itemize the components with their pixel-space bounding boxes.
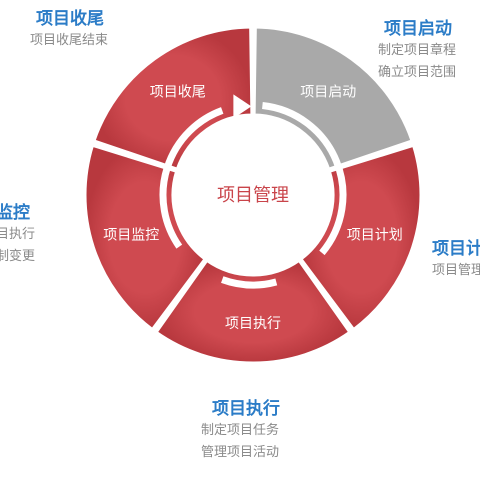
segment-label-exec: 项目执行	[225, 316, 281, 332]
outer-title-start: 项目启动	[384, 19, 452, 39]
segment-exec	[154, 258, 352, 365]
segment-label-monitor: 项目监控	[103, 228, 159, 244]
inner-ring	[159, 94, 347, 289]
ring-arc-right	[262, 102, 347, 256]
segment-plan	[298, 143, 423, 332]
outer-title-closing: 项目收尾	[36, 9, 104, 29]
segments-layer	[83, 25, 423, 365]
segment-closing	[92, 25, 254, 172]
outer-detail-start-1: 制定项目章程	[378, 43, 457, 58]
segment-label-start: 项目启动	[300, 84, 356, 100]
cycle-arrow-icon	[233, 94, 252, 119]
outer-title-exec: 项目执行	[212, 399, 280, 419]
ring-arc-left	[159, 107, 224, 249]
outer-detail-start-2: 确立项目范围	[378, 65, 457, 80]
outer-detail-plan-1: 项目管理	[432, 263, 480, 278]
center-label: 项目管理	[217, 185, 289, 206]
outer-label-closing: 项目收尾 项目收尾结束	[30, 8, 108, 52]
outer-label-start: 项目启动 制定项目章程 确立项目范围	[378, 18, 456, 84]
outer-detail-exec-2: 管理项目活动	[200, 445, 279, 460]
segment-label-closing: 项目收尾	[150, 84, 206, 100]
outer-label-monitor: 监控 目执行 制变更	[0, 202, 35, 268]
outer-label-exec: 项目执行 制定项目任务 管理项目活动	[201, 398, 280, 464]
segment-start	[252, 25, 414, 172]
center-disc	[175, 117, 331, 273]
outer-detail-exec-1: 制定项目任务	[200, 423, 279, 438]
outer-detail-closing-1: 项目收尾结束	[30, 33, 109, 48]
outer-title-plan: 项目计	[432, 239, 480, 259]
ring-arc-bottom	[221, 276, 278, 289]
segment-monitor	[83, 143, 208, 332]
outer-label-plan: 项目计 项目管理	[432, 238, 480, 282]
outer-detail-monitor-2: 制变更	[0, 249, 36, 264]
outer-detail-monitor-1: 目执行	[0, 227, 36, 242]
outer-title-monitor: 监控	[0, 203, 30, 223]
segment-label-plan: 项目计划	[347, 228, 403, 244]
